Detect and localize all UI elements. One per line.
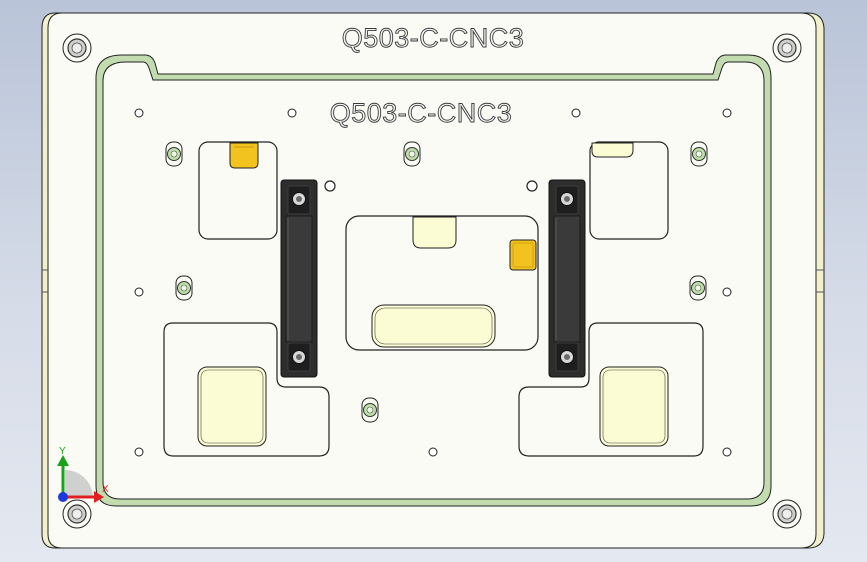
- pocket-top-left[interactable]: [198, 141, 278, 240]
- locating-pin[interactable]: [690, 141, 708, 167]
- y-axis-arrowhead: [57, 455, 69, 466]
- through-hole: [571, 108, 581, 118]
- outer-part-engraving: Q503-C-CNC3: [342, 23, 525, 53]
- coordinate-triad: Y X: [57, 446, 109, 503]
- corner-bolt-hole-br[interactable]: [772, 499, 802, 529]
- inner-part-engraving: Q503-C-CNC3: [330, 98, 513, 128]
- locating-pin[interactable]: [175, 275, 193, 301]
- corner-bolt-hole-tl[interactable]: [62, 33, 92, 63]
- corner-bolt-hole-bl[interactable]: [62, 499, 92, 529]
- through-hole: [134, 447, 144, 457]
- y-axis-label: Y: [59, 446, 66, 457]
- x-axis-label: X: [102, 484, 109, 495]
- pocket-center[interactable]: [345, 215, 539, 351]
- pocket-top-right[interactable]: [589, 141, 669, 240]
- clamp-bar-left[interactable]: [280, 179, 318, 378]
- through-hole: [722, 108, 732, 118]
- small-holes: [134, 108, 732, 457]
- triad-arc: [65, 470, 93, 498]
- through-hole: [134, 287, 144, 297]
- locating-pin[interactable]: [165, 141, 183, 167]
- through-hole: [722, 287, 732, 297]
- locating-pin[interactable]: [361, 397, 379, 423]
- x-axis-arrowhead: [94, 491, 104, 503]
- through-hole: [134, 108, 144, 118]
- through-hole: [428, 447, 438, 457]
- locating-pin[interactable]: [403, 141, 421, 167]
- clamp-bar-right[interactable]: [548, 179, 586, 378]
- through-hole: [324, 180, 336, 192]
- locating-pin[interactable]: [689, 275, 707, 301]
- through-hole: [287, 108, 297, 118]
- pocket-bottom-left[interactable]: [163, 322, 330, 457]
- corner-bolt-hole-tr[interactable]: [772, 33, 802, 63]
- through-hole: [722, 447, 732, 457]
- through-hole: [526, 180, 538, 192]
- z-axis-dot: [58, 492, 68, 502]
- pocket-bottom-right[interactable]: [518, 322, 704, 457]
